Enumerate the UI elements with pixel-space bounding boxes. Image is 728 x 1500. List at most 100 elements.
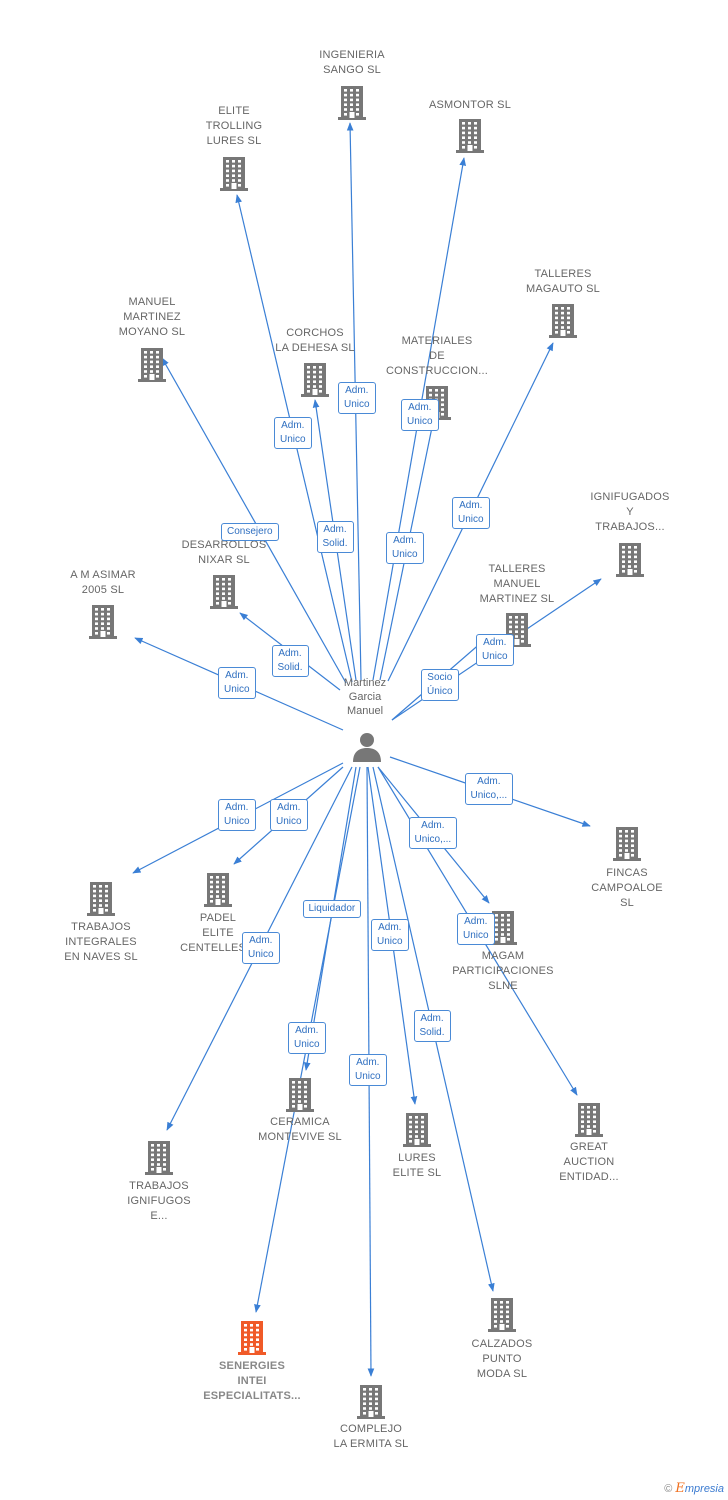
company-label-line: INTEI bbox=[237, 1375, 267, 1387]
role-badge-tmm[interactable]: Adm.Unico bbox=[476, 634, 514, 666]
building-icon[interactable] bbox=[401, 1111, 433, 1147]
role-badge-text: Adm. bbox=[483, 637, 507, 648]
building-icon[interactable] bbox=[236, 1319, 268, 1355]
company-label-line: SANGO SL bbox=[323, 64, 381, 76]
company-label-line: MOYANO SL bbox=[118, 326, 186, 338]
building-icon[interactable] bbox=[208, 573, 240, 609]
role-badge-complejo[interactable]: Adm.Unico bbox=[349, 1054, 387, 1086]
building-icon[interactable] bbox=[355, 1383, 387, 1419]
building-icon[interactable] bbox=[487, 909, 519, 945]
building-icon[interactable] bbox=[85, 880, 117, 916]
company-label-line: INTEGRALES bbox=[65, 936, 137, 948]
building-icon[interactable] bbox=[614, 541, 646, 577]
building-icon[interactable] bbox=[218, 155, 250, 191]
company-label-line: E... bbox=[150, 1210, 168, 1222]
company-label-line: ENTIDAD... bbox=[559, 1171, 619, 1183]
role-badge-asimar[interactable]: Adm.Unico bbox=[218, 667, 256, 699]
role-badge-text: Adm. bbox=[323, 524, 347, 535]
role-badge-senergies[interactable]: Liquidador bbox=[302, 900, 362, 918]
company-label-line: IGNIFUGADOS bbox=[590, 491, 670, 503]
building-icon[interactable] bbox=[202, 871, 234, 907]
role-badge-fincas[interactable]: Adm.Unico,... bbox=[464, 773, 514, 805]
role-badge-mmoyano[interactable]: Consejero bbox=[221, 523, 279, 541]
role-badge-text: Unico bbox=[407, 416, 433, 427]
building-icon[interactable] bbox=[284, 1076, 316, 1112]
person-name[interactable]: Martinez Garcia Manuel bbox=[300, 676, 430, 718]
building-icon[interactable] bbox=[547, 302, 579, 338]
company-label-line: MATERIALES bbox=[401, 335, 473, 347]
role-badge-great[interactable]: Adm.Unico bbox=[457, 913, 495, 945]
role-badge-trabint[interactable]: Adm.Unico bbox=[218, 799, 256, 831]
building-icon[interactable] bbox=[454, 117, 486, 153]
role-badge-padel[interactable]: Adm.Unico bbox=[270, 799, 308, 831]
role-badge-magam[interactable]: Adm.Unico,... bbox=[408, 817, 458, 849]
building-icon[interactable] bbox=[573, 1101, 605, 1137]
company-label-line: MAGAM bbox=[481, 950, 525, 962]
role-badge-asmontor[interactable]: Adm. Unico bbox=[401, 399, 439, 431]
company-label[interactable]: ASMONTOR SL bbox=[400, 98, 540, 113]
role-badge-text: Adm. bbox=[464, 916, 488, 927]
role-badge-desarrollos[interactable]: Adm.Solid. bbox=[271, 645, 309, 677]
building-icon[interactable] bbox=[336, 84, 368, 120]
company-label-line: SLNE bbox=[488, 980, 518, 992]
company-label-line: 2005 SL bbox=[81, 584, 125, 596]
building-icon[interactable] bbox=[486, 1296, 518, 1332]
company-label-line: MANUEL bbox=[128, 296, 176, 308]
role-badge-ceramica[interactable]: Adm.Unico bbox=[288, 1022, 326, 1054]
role-badge-magauto[interactable]: Adm.Unico bbox=[452, 497, 490, 529]
role-badge-lures[interactable]: Adm.Unico bbox=[371, 919, 409, 951]
company-label-line: TRABAJOS bbox=[71, 921, 131, 933]
role-badge-text: Unico bbox=[276, 816, 302, 827]
role-badge-text: Consejero bbox=[227, 526, 273, 537]
role-badge-text: Adm. bbox=[408, 402, 432, 413]
role-badge-materiales[interactable]: Adm.Unico bbox=[386, 532, 424, 564]
building-icon[interactable] bbox=[299, 361, 331, 397]
company-label-line: DESARROLLOS bbox=[181, 539, 267, 551]
person-name-line: Martinez bbox=[343, 677, 387, 689]
company-label-line: SL bbox=[620, 897, 634, 909]
role-badge-calzados[interactable]: Adm.Solid. bbox=[413, 1010, 451, 1042]
role-badge-ingenieria[interactable]: Adm.Unico bbox=[338, 382, 376, 414]
role-badge-trabign[interactable]: Adm.Unico bbox=[242, 932, 280, 964]
company-label-line: MANUEL bbox=[493, 578, 541, 590]
role-badge-text: Unico bbox=[280, 434, 306, 445]
role-badge-text: Adm. bbox=[249, 935, 273, 946]
person-icon[interactable] bbox=[350, 730, 384, 764]
building-icon[interactable] bbox=[143, 1139, 175, 1175]
building-icon[interactable] bbox=[136, 346, 168, 382]
role-badge-text: Solid. bbox=[322, 538, 348, 549]
company-label-line: FINCAS bbox=[606, 867, 648, 879]
company-label-line: CENTELLES... bbox=[180, 942, 256, 954]
company-label-line: TRABAJOS... bbox=[595, 521, 665, 533]
building-icon[interactable] bbox=[611, 825, 643, 861]
role-badge-text: Socio bbox=[427, 672, 453, 683]
role-badge-text: Solid. bbox=[419, 1027, 445, 1038]
company-label-line: MARTINEZ SL bbox=[479, 593, 555, 605]
company-label-line: IGNIFUGOS bbox=[127, 1195, 191, 1207]
role-badge-corchos[interactable]: Adm. Solid. bbox=[316, 521, 354, 553]
building-icon[interactable] bbox=[87, 603, 119, 639]
role-badge-elite[interactable]: Adm.Unico bbox=[274, 417, 312, 449]
